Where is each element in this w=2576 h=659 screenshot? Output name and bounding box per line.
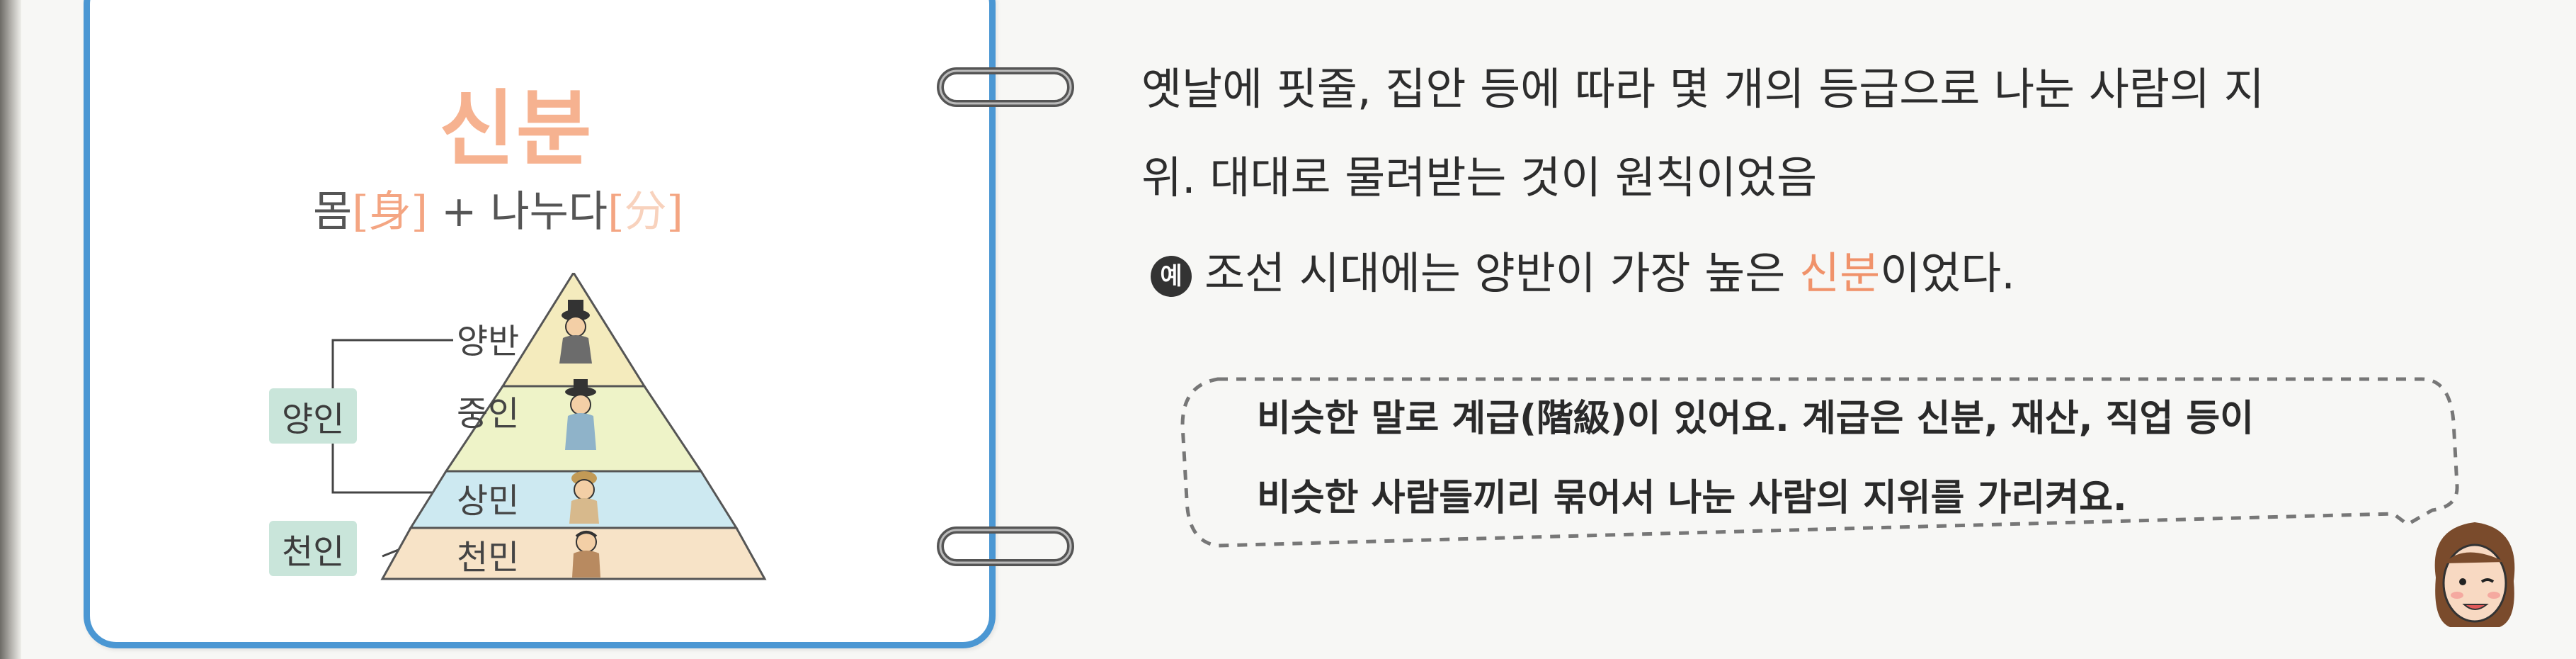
social-class-pyramid: 양반 중인 상민 천민: [331, 273, 767, 580]
tip-line-2: 비슷한 사람들끼리 묶어서 나눈 사람의 지위를 가리켜요.: [1257, 477, 2127, 519]
bracket-open: [: [352, 187, 369, 237]
book-page-edge: [0, 0, 21, 659]
etymology-part-1: 몸: [313, 187, 353, 237]
yangban-person-icon: [559, 300, 592, 364]
etymology-plus: +: [428, 187, 491, 237]
group-tag-yangin: 양인: [269, 388, 358, 444]
level-label-jungin: 중인: [457, 394, 519, 434]
group-tag-cheonin: 천인: [269, 521, 358, 576]
tip-speech-bubble: [1180, 377, 2459, 548]
cheonmin-person-icon: [572, 531, 600, 578]
bracket-close: ]: [411, 187, 428, 237]
level-label-yangban: 양반: [457, 322, 519, 361]
bracket-open: [: [608, 187, 625, 237]
etymology-hanja-1: 身: [368, 187, 411, 237]
definition-line-2: 위. 대대로 물려받는 것이 원칙이었음: [1141, 152, 1818, 203]
tip-line-1: 비슷한 말로 계급(階級)이 있어요. 계급은 신분, 재산, 직업 등이: [1257, 398, 2255, 440]
bracket-close: ]: [666, 187, 683, 237]
word-etymology: 몸[身] + 나누다[分]: [313, 177, 683, 239]
sangmin-person-icon: [569, 471, 599, 524]
vocabulary-word: 신분: [439, 81, 593, 177]
example-text-after: 이었다.: [1880, 247, 2015, 299]
example-highlight: 신분: [1799, 247, 1881, 299]
definition-line-1: 옛날에 핏줄, 집안 등에 따라 몇 개의 등급으로 나눈 사람의 지: [1141, 63, 2264, 115]
jungin-person-icon: [565, 379, 596, 450]
binder-ring-bottom: [937, 526, 1074, 566]
etymology-part-2: 나누다: [490, 187, 608, 237]
binder-ring-top: [937, 67, 1074, 107]
example-badge: 예: [1151, 255, 1192, 297]
etymology-hanja-2: 分: [624, 187, 667, 237]
level-label-sangmin: 상민: [457, 481, 519, 521]
example-sentence: 예 조선 시대에는 양반이 가장 높은 신분이었다.: [1151, 237, 2015, 301]
level-label-cheonmin: 천민: [457, 538, 519, 578]
teacher-avatar-icon: [2434, 522, 2515, 627]
example-text-before: 조선 시대에는 양반이 가장 높은: [1204, 247, 1800, 299]
